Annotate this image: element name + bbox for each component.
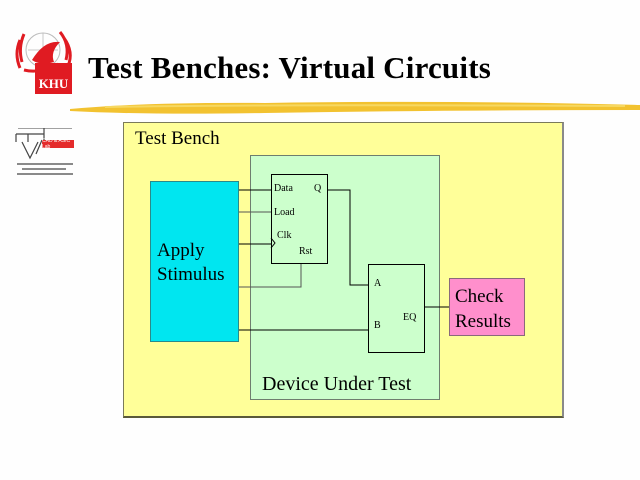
check-results-label: Check Results <box>455 284 511 334</box>
lab-caption-line <box>17 173 73 175</box>
check-label-line-2: Results <box>455 311 511 332</box>
register-pin-data: Data <box>274 183 293 194</box>
register-pin-clk: Clk <box>277 230 292 241</box>
register-pin-q: Q <box>314 183 322 194</box>
stimulus-label-line-2: Stimulus <box>157 264 225 285</box>
comparator-pin-a: A <box>374 278 382 289</box>
lab-logo-badge: CAD & ASIC Lab <box>42 138 74 150</box>
test-bench-label: Test Bench <box>135 128 220 149</box>
lab-logo-emblem <box>15 128 72 160</box>
title-underline-brush <box>70 101 640 114</box>
stimulus-label-line-1: Apply <box>157 240 205 261</box>
check-results-box <box>449 278 525 336</box>
check-label-line-1: Check <box>455 286 504 307</box>
apply-stimulus-box <box>150 181 239 342</box>
device-under-test-label: Device Under Test <box>262 373 412 395</box>
register-block <box>271 174 328 264</box>
comparator-pin-b: B <box>374 320 381 331</box>
lab-caption-line <box>17 163 73 165</box>
register-pin-rst: Rst <box>299 246 313 257</box>
comparator-pin-eq: EQ <box>403 312 417 323</box>
slide-title: Test Benches: Virtual Circuits <box>88 50 491 85</box>
comparator-block <box>368 264 425 353</box>
lab-caption-line <box>22 168 66 170</box>
apply-stimulus-label: Apply Stimulus <box>157 239 225 287</box>
register-pin-load: Load <box>274 207 295 218</box>
university-logo-badge: KHU <box>35 63 72 94</box>
